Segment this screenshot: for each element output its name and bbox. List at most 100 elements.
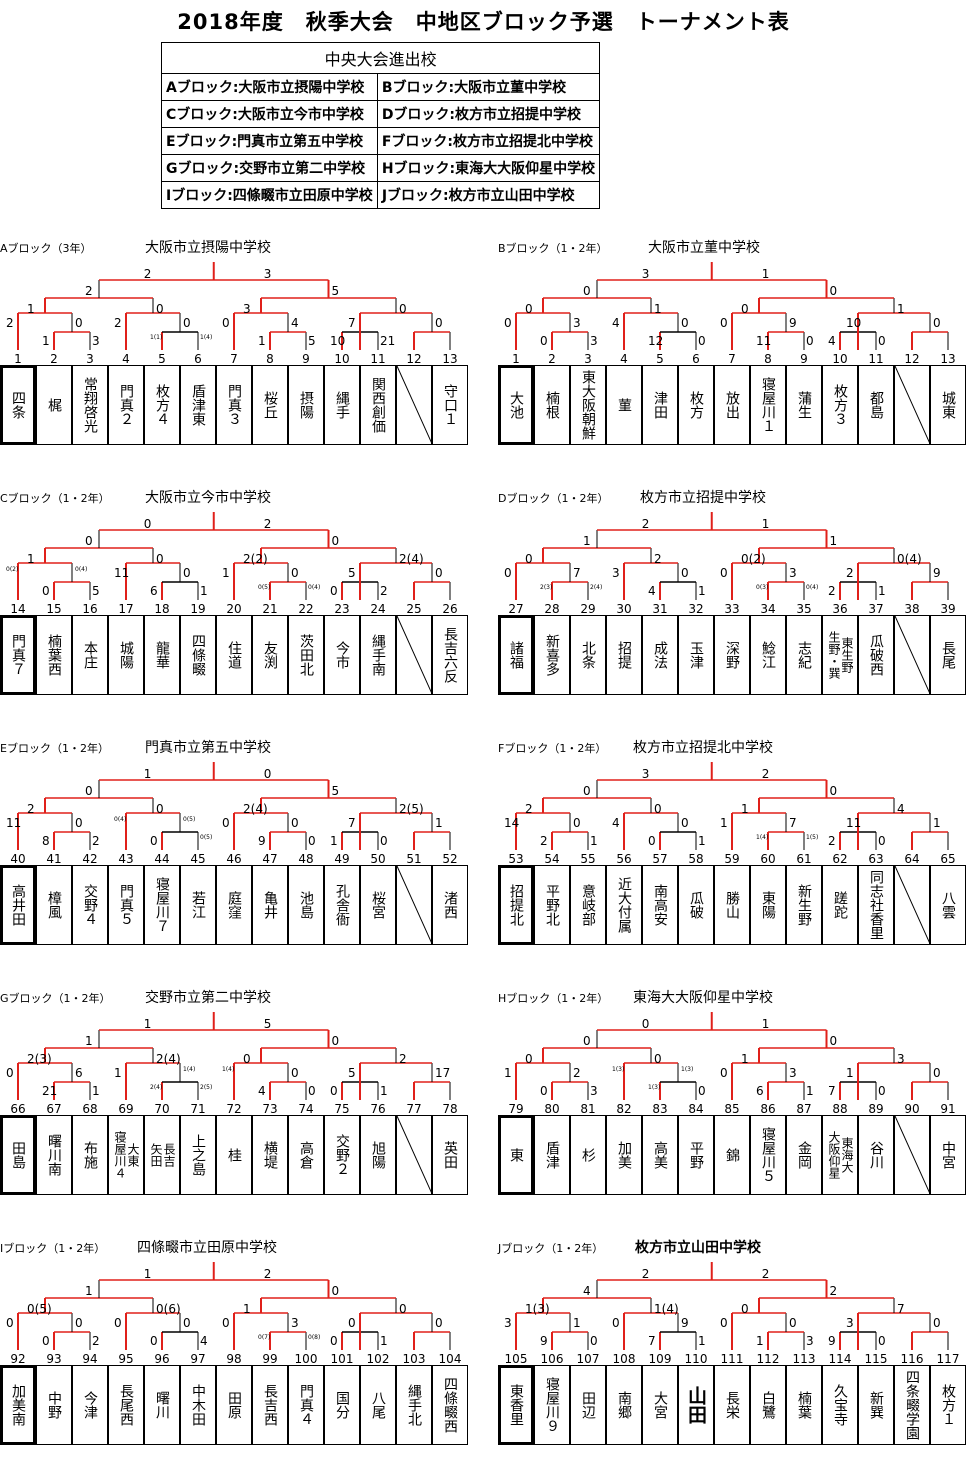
score: 3 bbox=[243, 302, 251, 316]
team-cell: 交野２ bbox=[324, 1115, 360, 1195]
team-cell: 枚方４ bbox=[144, 365, 180, 445]
score: 0 bbox=[183, 566, 191, 580]
team-cell: 本庄 bbox=[72, 615, 108, 695]
score: 7 bbox=[789, 816, 797, 830]
bye-cell bbox=[396, 365, 432, 445]
team-cell: 白鷺 bbox=[750, 1365, 786, 1445]
bye-cell bbox=[894, 1115, 930, 1195]
team-number: 23 bbox=[334, 602, 350, 616]
team-number: 6 bbox=[194, 352, 202, 366]
qualifier-cell: Dブロック:枚方市立招提中学校 bbox=[376, 100, 601, 128]
team-cell: 平野 bbox=[678, 1115, 714, 1195]
team-number: 83 bbox=[652, 1102, 668, 1116]
team-number: 2 bbox=[548, 352, 556, 366]
team-number: 81 bbox=[580, 1102, 596, 1116]
bye-slash-line bbox=[397, 1116, 431, 1193]
team-cell: 枚方 bbox=[678, 365, 714, 445]
team-number: 43 bbox=[118, 852, 134, 866]
team-cell: 大池 bbox=[498, 365, 534, 445]
score: 1(3) bbox=[648, 1084, 661, 1091]
team-name-part: 大阪仰星 bbox=[827, 1131, 841, 1179]
score: 0(5) bbox=[27, 1302, 52, 1316]
team-cell: 南高安 bbox=[642, 865, 678, 945]
score: 0(2) bbox=[741, 552, 766, 566]
score: 9 bbox=[828, 1334, 836, 1348]
team-cell: 樟風 bbox=[36, 865, 72, 945]
team-cell: 生野・巽東生野 bbox=[822, 615, 858, 695]
qualifier-cell: Fブロック:枚方市立招提北中学校 bbox=[376, 127, 601, 155]
team-number: 45 bbox=[190, 852, 206, 866]
score: 0 bbox=[540, 334, 548, 348]
team-cell: 渚西 bbox=[432, 865, 468, 945]
score: 1 bbox=[114, 1066, 122, 1080]
team-cell: 中宮 bbox=[930, 1115, 966, 1195]
team-number: 55 bbox=[580, 852, 596, 866]
score: 2 bbox=[114, 316, 122, 330]
team-name-part: 長吉 bbox=[162, 1143, 176, 1167]
team-cell: 瓜破西 bbox=[858, 615, 894, 695]
score: 2 bbox=[641, 1267, 650, 1281]
score: 1 bbox=[741, 802, 749, 816]
bracket-lines bbox=[17, 262, 451, 350]
team-number: 58 bbox=[688, 852, 704, 866]
team-number: 102 bbox=[366, 1352, 390, 1366]
score: 0 bbox=[681, 316, 689, 330]
team-cell: 東陽 bbox=[750, 865, 786, 945]
team-cell: 八尾 bbox=[360, 1365, 396, 1445]
team-number: 116 bbox=[900, 1352, 924, 1366]
score: 1 bbox=[504, 1066, 512, 1080]
bye-cell bbox=[396, 865, 432, 945]
team-cell: 高倉 bbox=[288, 1115, 324, 1195]
team-number: 84 bbox=[688, 1102, 704, 1116]
score: 2 bbox=[641, 517, 650, 531]
team-number: 92 bbox=[10, 1352, 26, 1366]
score: 0 bbox=[291, 816, 299, 830]
score: 0 bbox=[829, 284, 838, 298]
team-number: 10 bbox=[334, 352, 350, 366]
score: 0 bbox=[150, 1334, 158, 1348]
team-cell: 盾津東 bbox=[180, 365, 216, 445]
score: 0 bbox=[789, 1316, 797, 1330]
team-number: 28 bbox=[544, 602, 560, 616]
score: 0 bbox=[720, 316, 728, 330]
team-cell: 鯰江 bbox=[750, 615, 786, 695]
bye-slash-line bbox=[895, 866, 929, 943]
team-cell: 菫 bbox=[606, 365, 642, 445]
team-name-part: 寝屋川４ bbox=[113, 1131, 127, 1179]
score: 3 bbox=[573, 316, 581, 330]
team-number: 96 bbox=[154, 1352, 170, 1366]
score: 0 bbox=[291, 1066, 299, 1080]
score: 2 bbox=[573, 1066, 581, 1080]
team-number: 11 bbox=[370, 352, 386, 366]
bracket-lines bbox=[17, 1012, 451, 1100]
score: 0(4) bbox=[75, 566, 88, 573]
block-winner: 四條畷市立田原中学校 bbox=[137, 1240, 277, 1256]
score: 0 bbox=[331, 1284, 340, 1298]
team-cell: 蒲生 bbox=[786, 365, 822, 445]
bye-cell bbox=[894, 615, 930, 695]
team-number: 6 bbox=[692, 352, 700, 366]
score: 0 bbox=[222, 316, 230, 330]
score: 6 bbox=[756, 1084, 764, 1098]
score: 2 bbox=[92, 834, 100, 848]
team-cell: 四條畷 bbox=[180, 615, 216, 695]
team-number: 107 bbox=[576, 1352, 600, 1366]
score: 2 bbox=[143, 267, 152, 281]
score: 2 bbox=[380, 584, 388, 598]
block-winner: 大阪市立今市中学校 bbox=[145, 490, 271, 506]
team-name-part: 生野・巽 bbox=[827, 631, 841, 679]
score: 21 bbox=[42, 1084, 58, 1098]
score: 2 bbox=[654, 552, 662, 566]
team-number: 9 bbox=[302, 352, 310, 366]
team-cell: 住道 bbox=[216, 615, 252, 695]
block-winner: 交野市立第二中学校 bbox=[145, 990, 271, 1006]
score: 0 bbox=[75, 316, 83, 330]
score: 2(4) bbox=[156, 1052, 181, 1066]
qualifier-cell: Bブロック:大阪市立菫中学校 bbox=[376, 73, 601, 101]
score: 4 bbox=[258, 1084, 266, 1098]
score: 0 bbox=[806, 334, 814, 348]
score: 1 bbox=[92, 1084, 100, 1098]
